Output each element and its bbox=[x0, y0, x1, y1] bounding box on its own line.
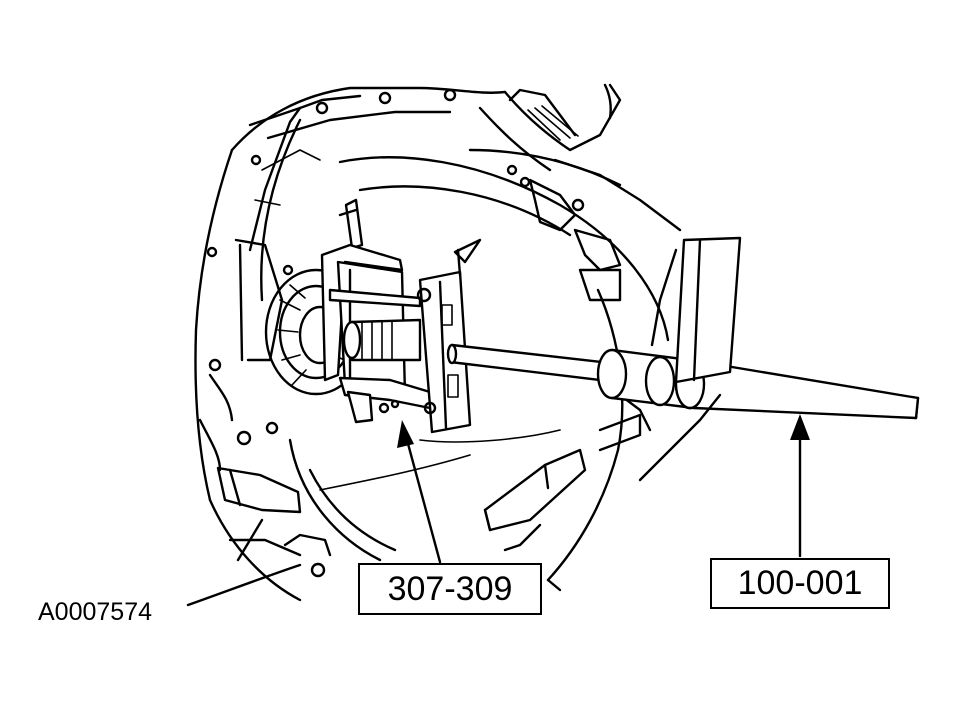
arrowhead-307-309 bbox=[397, 420, 414, 448]
leader-100-001 bbox=[790, 414, 810, 558]
crossmember bbox=[483, 236, 742, 532]
callout-307-309: 307-309 bbox=[358, 563, 542, 615]
arrowhead-100-001 bbox=[790, 414, 810, 440]
engine-block-upper bbox=[468, 83, 682, 302]
housing-ribs-left bbox=[198, 149, 332, 562]
housing-bolts bbox=[206, 88, 457, 578]
puller-tool-307-309 bbox=[320, 198, 482, 434]
callout-100-001: 100-001 bbox=[710, 558, 890, 609]
bell-housing bbox=[186, 86, 670, 607]
leader-307-309 bbox=[397, 420, 442, 564]
figure-id-label: A0007574 bbox=[38, 598, 153, 626]
